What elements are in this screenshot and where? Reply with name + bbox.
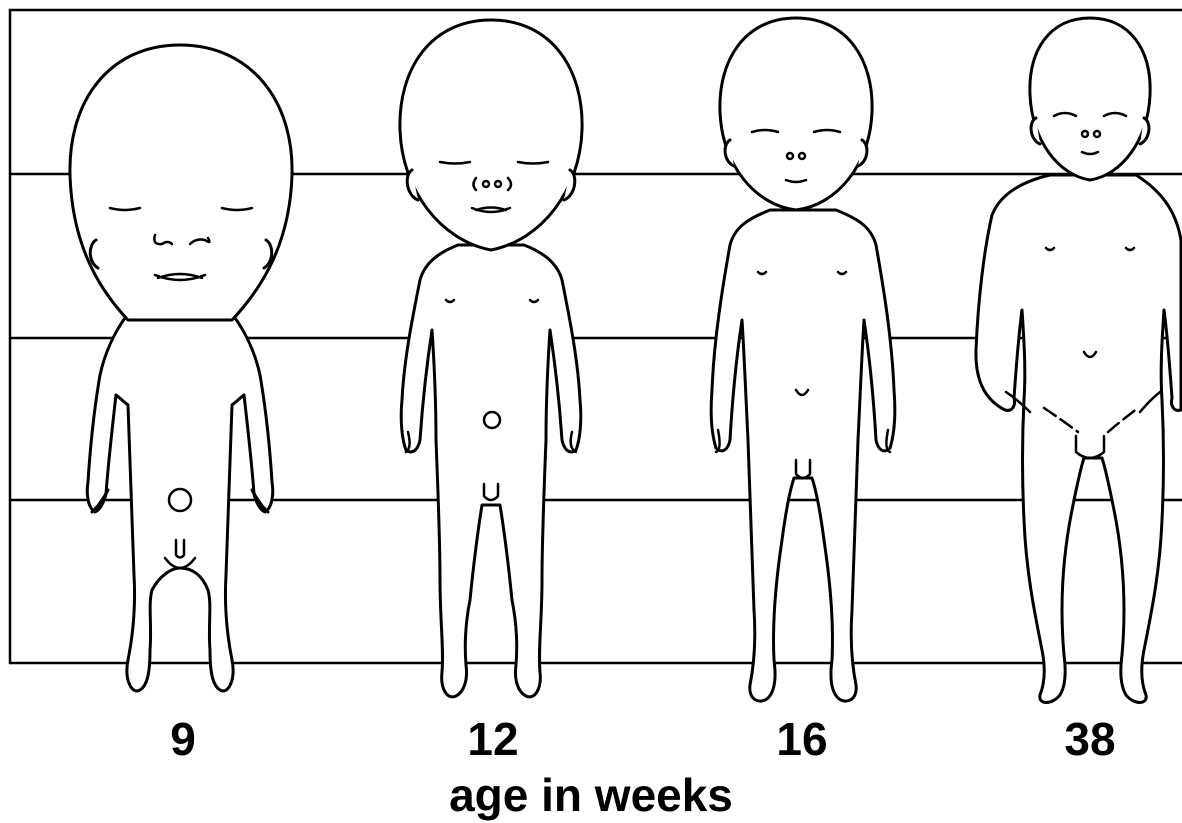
age-label-38: 38 <box>1010 712 1170 766</box>
age-label-9: 9 <box>103 712 263 766</box>
fetus-16-body <box>711 210 895 701</box>
fetus-38-weeks <box>976 18 1181 703</box>
age-label-12: 12 <box>413 712 573 766</box>
fetus-12-weeks <box>400 20 582 697</box>
fetus-38-body <box>976 175 1181 703</box>
age-label-16: 16 <box>722 712 882 766</box>
fetus-12-body <box>401 245 581 697</box>
fetus-12-head <box>400 20 582 250</box>
fetus-16-weeks <box>711 18 895 701</box>
fetus-9-body <box>87 318 272 691</box>
fetus-9-weeks <box>70 45 292 691</box>
axis-label: age in weeks <box>341 768 841 822</box>
fetus-38-head <box>1030 18 1150 180</box>
